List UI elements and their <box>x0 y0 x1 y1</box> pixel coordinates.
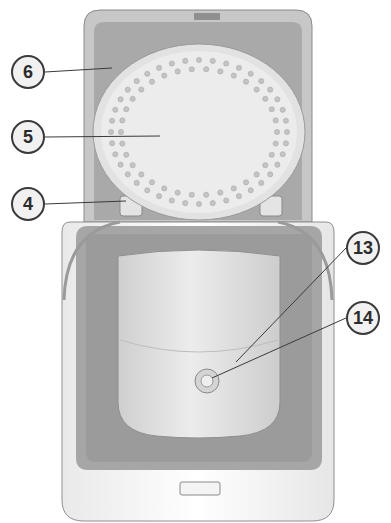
steam-hole <box>210 58 215 63</box>
steam-hole <box>118 162 123 167</box>
callout-number: 13 <box>346 231 380 265</box>
steam-hole <box>243 79 248 84</box>
steam-hole <box>124 152 129 157</box>
body-rim <box>76 226 322 470</box>
steam-hole <box>280 107 285 112</box>
steam-hole <box>259 180 264 185</box>
steam-hole <box>139 87 144 92</box>
steam-hole <box>259 78 264 83</box>
steam-hole <box>130 96 135 101</box>
steam-hole <box>231 73 236 78</box>
steam-hole <box>218 190 223 195</box>
steam-hole <box>283 141 288 146</box>
steam-hole <box>169 61 174 66</box>
steam-hole <box>248 188 253 193</box>
inner-pot <box>118 250 280 438</box>
inner-lid-plate <box>93 44 305 220</box>
callout-number: 4 <box>11 187 45 221</box>
temperature-sensor <box>195 369 219 393</box>
steam-hole <box>175 69 180 74</box>
steam-hole <box>125 172 130 177</box>
leader-line <box>236 248 346 362</box>
steam-hole <box>162 73 167 78</box>
steam-hole <box>204 67 209 72</box>
steam-hole <box>189 192 194 197</box>
steam-hole <box>189 67 194 72</box>
steam-hole <box>124 107 129 112</box>
steam-hole <box>139 172 144 177</box>
steam-hole <box>145 71 150 76</box>
steam-hole <box>196 57 201 62</box>
steam-hole <box>273 118 278 123</box>
steam-hole <box>218 69 223 74</box>
steam-hole <box>268 172 273 177</box>
steam-hole <box>134 180 139 185</box>
front-button <box>180 482 220 495</box>
steam-hole <box>283 118 288 123</box>
steam-hole <box>118 129 123 134</box>
leader-line <box>212 318 346 378</box>
steam-hole <box>274 129 279 134</box>
steam-hole <box>254 172 259 177</box>
steam-hole <box>236 65 241 70</box>
lid-outer <box>84 10 312 222</box>
steam-hole <box>275 162 280 167</box>
leader-line <box>45 201 126 204</box>
steam-hole <box>269 107 274 112</box>
steam-hole <box>156 65 161 70</box>
callout-number: 6 <box>11 55 45 89</box>
steam-hole <box>243 180 248 185</box>
steam-hole <box>204 192 209 197</box>
steam-hole <box>120 141 125 146</box>
steam-hole <box>275 97 280 102</box>
steam-hole <box>268 87 273 92</box>
steam-hole <box>162 186 167 191</box>
lid-slot <box>194 13 220 20</box>
steam-hole <box>169 198 174 203</box>
steam-hole <box>248 71 253 76</box>
steam-hole <box>175 190 180 195</box>
steam-hole <box>284 129 289 134</box>
steam-hole <box>109 118 114 123</box>
steam-hole <box>273 141 278 146</box>
steam-hole <box>196 201 201 206</box>
steam-hole <box>118 97 123 102</box>
steam-hole <box>113 152 118 157</box>
steam-hole <box>149 180 154 185</box>
steam-hole <box>236 194 241 199</box>
steam-hole <box>269 152 274 157</box>
steam-hole <box>108 129 113 134</box>
steam-hole <box>109 141 114 146</box>
leader-lines <box>45 68 346 378</box>
steam-hole <box>134 78 139 83</box>
callout-number: 14 <box>346 301 380 335</box>
steam-hole <box>231 186 236 191</box>
steam-hole <box>210 201 215 206</box>
steam-hole <box>130 163 135 168</box>
steam-holes <box>108 57 289 206</box>
steam-hole <box>125 87 130 92</box>
steam-hole <box>263 96 268 101</box>
steam-hole <box>224 61 229 66</box>
temperature-sensor-center <box>201 375 213 387</box>
pot-bottom-edge <box>120 340 278 352</box>
steam-hole <box>156 194 161 199</box>
steam-hole <box>145 188 150 193</box>
cooker-body <box>62 222 334 521</box>
steam-hole <box>120 118 125 123</box>
steam-hole <box>254 87 259 92</box>
steam-hole <box>183 58 188 63</box>
steam-hole <box>113 107 118 112</box>
steam-hole <box>280 152 285 157</box>
leader-line <box>45 136 160 137</box>
steam-hole <box>263 163 268 168</box>
leader-line <box>45 68 112 72</box>
steam-hole <box>149 79 154 84</box>
inner-lid-plate-face <box>101 51 297 213</box>
callout-number: 5 <box>11 120 45 154</box>
steam-hole <box>183 201 188 206</box>
steam-hole <box>224 198 229 203</box>
